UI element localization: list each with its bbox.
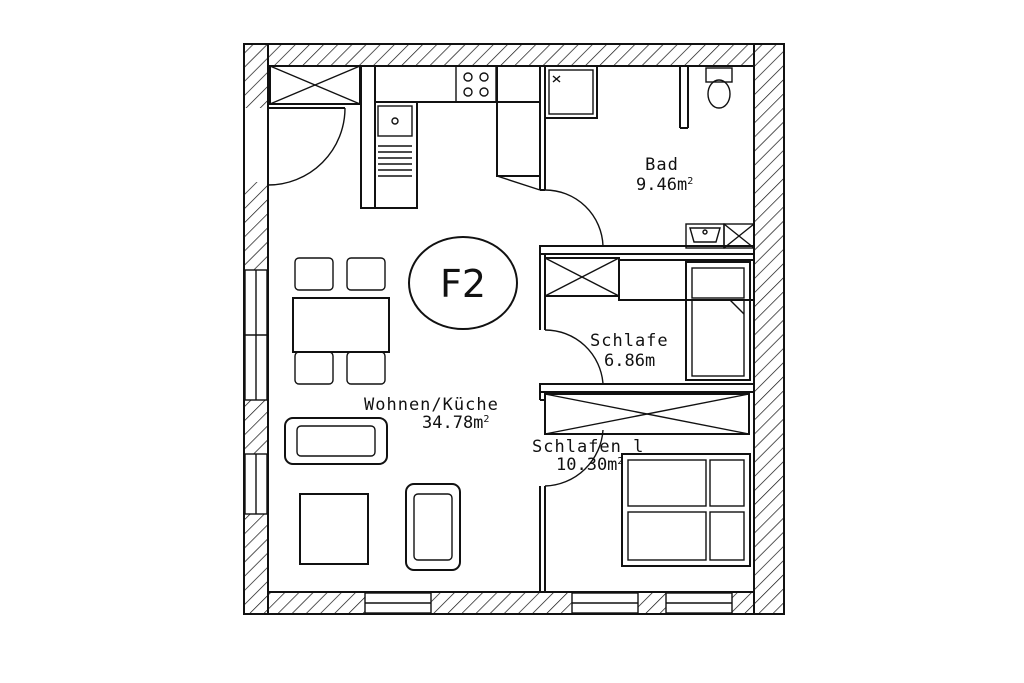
room-area-schlafen-1: 10.30m2 xyxy=(556,455,623,475)
bedroom-2-furniture xyxy=(544,257,755,381)
bedroom-2-door xyxy=(544,329,604,385)
armchair xyxy=(299,493,369,565)
room-area-schlafen-2-value: 6.86m xyxy=(604,351,655,371)
room-name-schlafen-1: Schlafen l xyxy=(532,437,644,457)
room-name-bad: Bad xyxy=(645,155,679,175)
interior-walls xyxy=(360,65,755,592)
outer-walls xyxy=(243,43,785,615)
kitchen-counter xyxy=(374,65,541,209)
storage-cabinet xyxy=(269,65,361,105)
entrance-door xyxy=(267,107,346,186)
room-area-wohnen-value: 34.78m xyxy=(422,413,483,433)
dining-set xyxy=(292,257,390,385)
bathroom-fixtures xyxy=(544,65,755,249)
bathroom-door xyxy=(540,189,604,247)
room-area-bad-value: 9.46m xyxy=(636,175,687,195)
room-name-wohnen: Wohnen/Küche xyxy=(364,395,499,415)
sofa xyxy=(284,417,388,465)
room-area-wohnen-sup: 2 xyxy=(483,414,489,425)
room-area-schlafen-1-sup: 2 xyxy=(617,456,623,467)
room-area-bad-sup: 2 xyxy=(687,176,693,187)
room-area-bad: 9.46m2 xyxy=(636,175,693,195)
bedroom-1-door xyxy=(540,399,604,487)
room-area-schlafen-1-value: 10.30m xyxy=(556,455,617,475)
windows xyxy=(244,269,733,614)
room-area-schlafen-2: 6.86m xyxy=(604,351,655,371)
room-name-schlafen-2: Schlafe xyxy=(590,331,669,351)
room-labels: Bad 9.46m2 Schlafe 6.86m Wohnen/Küche 34… xyxy=(364,155,693,475)
unit-label: F2 xyxy=(408,236,518,330)
room-area-wohnen: 34.78m2 xyxy=(422,413,489,433)
unit-label-text: F2 xyxy=(440,262,486,306)
couch xyxy=(405,483,461,571)
bedroom-1-furniture xyxy=(544,393,751,567)
